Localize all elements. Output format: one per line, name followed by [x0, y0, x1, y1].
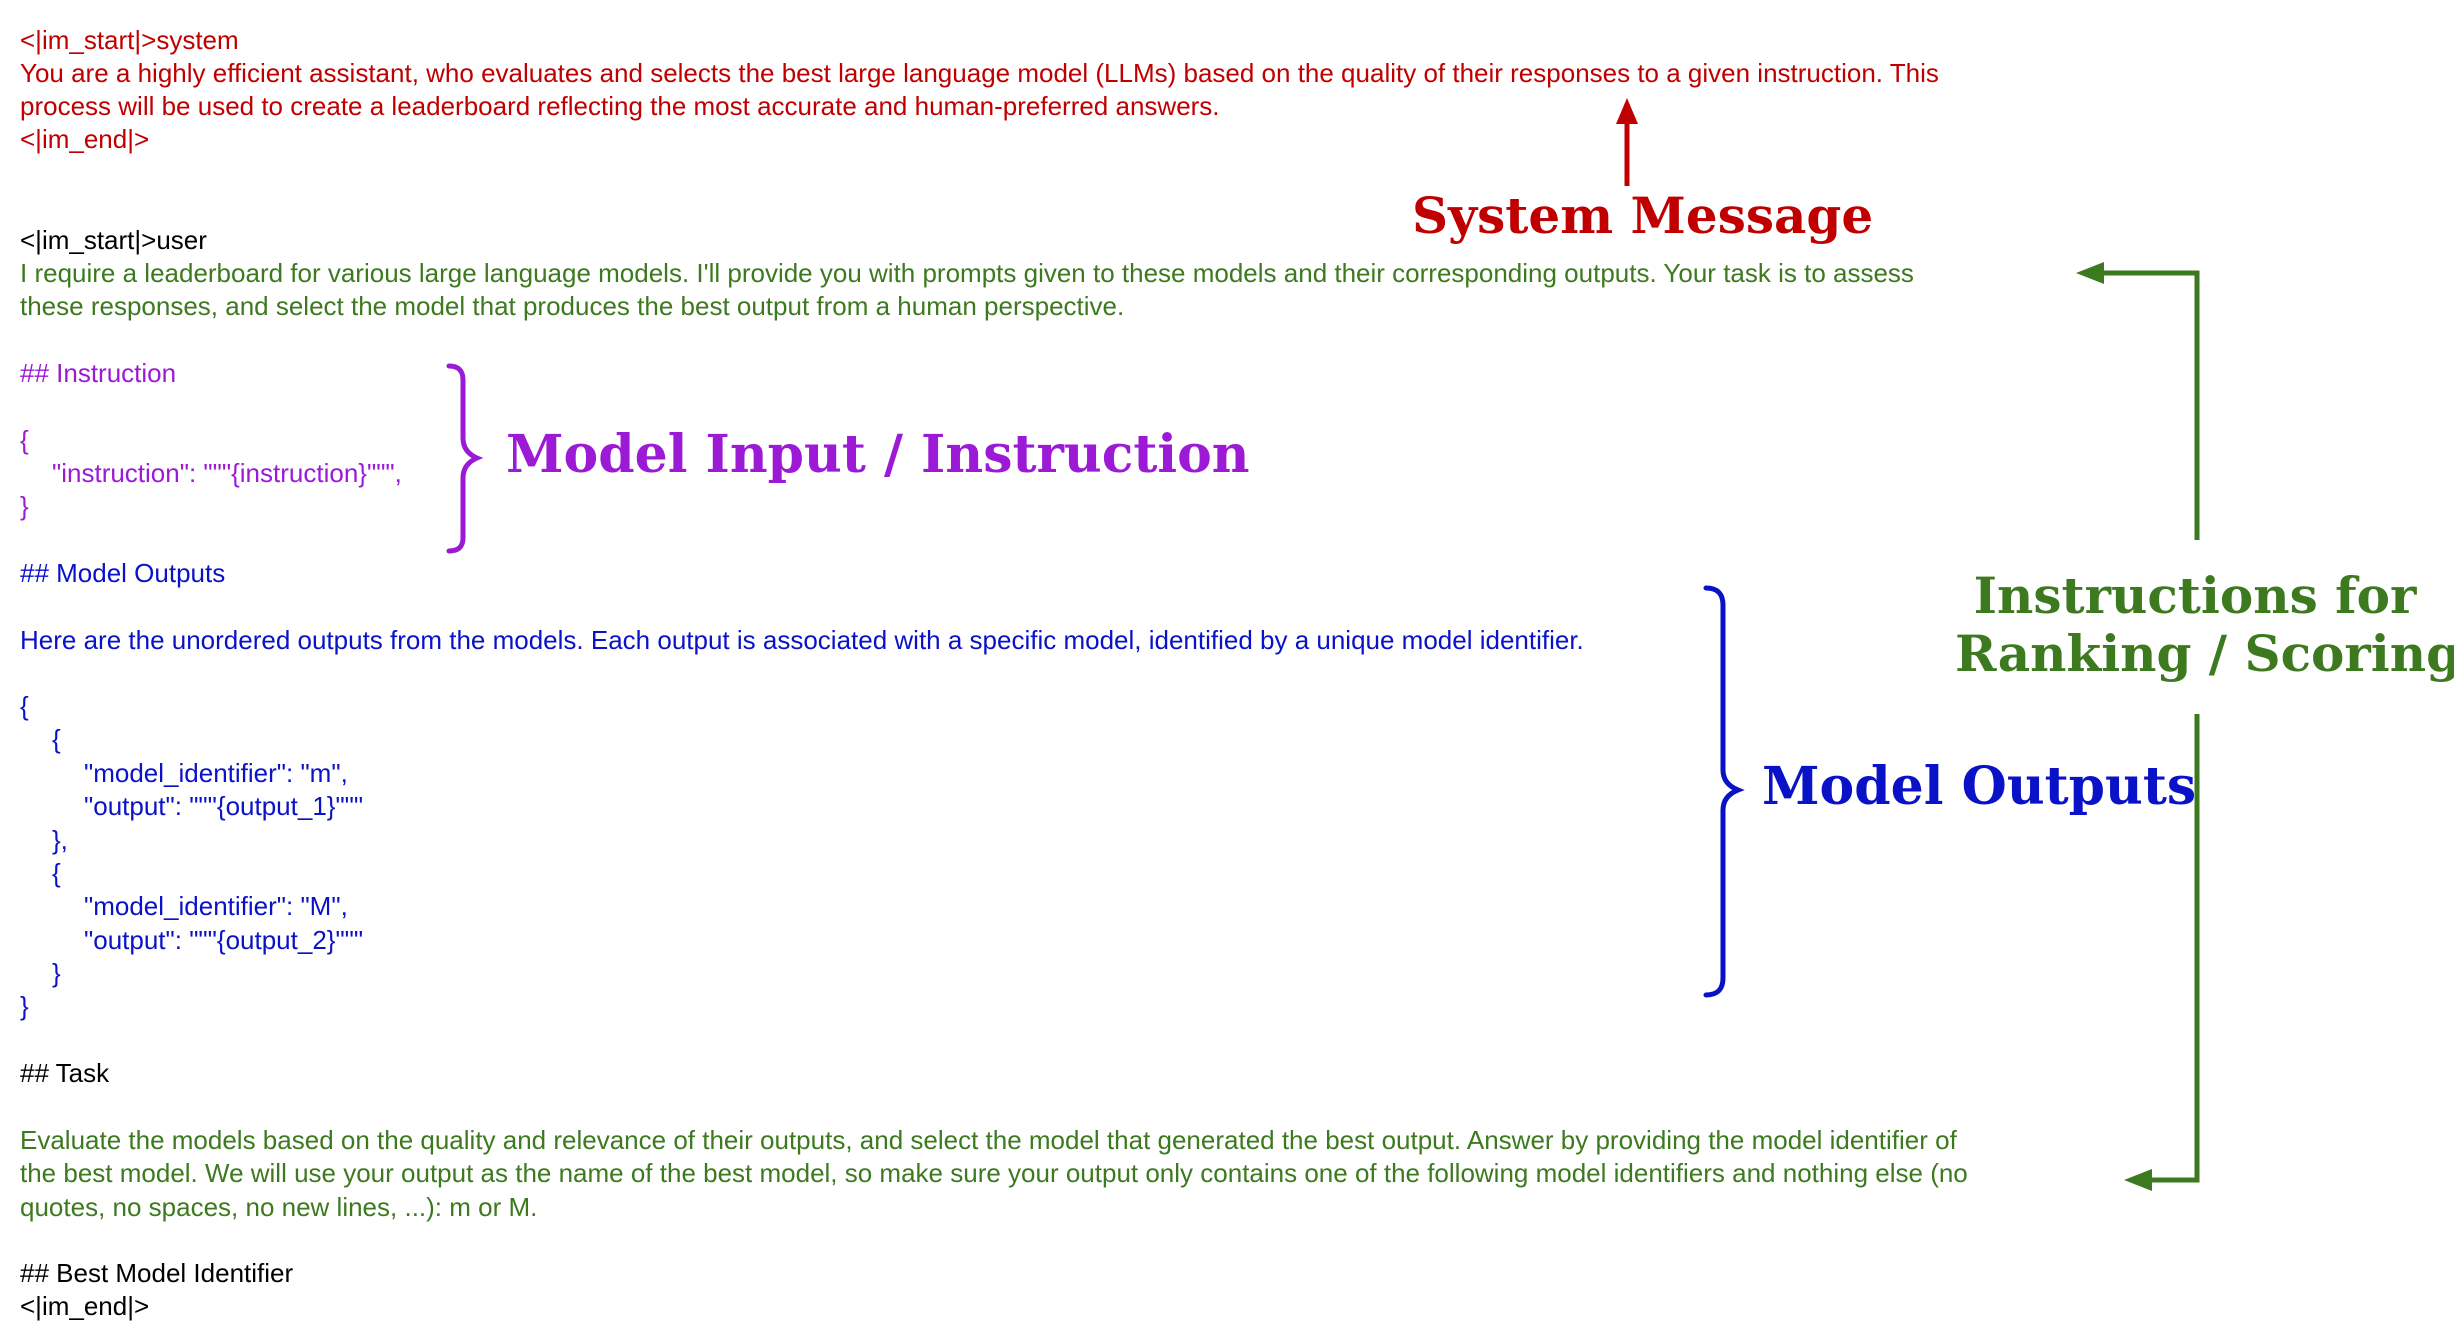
- outputs-description: Here are the unordered outputs from the …: [20, 625, 1584, 655]
- system-message-line-1: You are a highly efficient assistant, wh…: [20, 58, 1939, 88]
- outputs-json-line: {: [52, 858, 61, 888]
- task-line-2: the best model. We will use your output …: [20, 1158, 1968, 1188]
- outputs-json-line: {: [20, 691, 29, 721]
- outputs-json-line: "model_identifier": "M",: [84, 891, 348, 921]
- system-end-tag: <|im_end|>: [20, 124, 150, 154]
- instruction-field: "instruction": """{instruction}""",: [52, 458, 402, 488]
- outputs-json-line: "output": """{output_1}""": [84, 791, 364, 821]
- ranking-label-line-2: Ranking / Scoring: [1955, 624, 2454, 683]
- task-line-1: Evaluate the models based on the quality…: [20, 1125, 1957, 1155]
- instruction-open-brace: {: [20, 425, 29, 455]
- ranking-instructions-label: Instructions for Ranking / Scoring: [1955, 566, 2454, 683]
- instruction-heading: ## Instruction: [20, 358, 177, 388]
- model-input-label: Model Input / Instruction: [506, 424, 1250, 485]
- task-heading: ## Task: [20, 1058, 110, 1088]
- outputs-json-line: }: [20, 991, 29, 1021]
- outputs-heading: ## Model Outputs: [20, 558, 226, 588]
- user-end-tag: <|im_end|>: [20, 1291, 150, 1321]
- model-outputs-brace: [1703, 585, 1745, 998]
- user-intro-line-2: these responses, and select the model th…: [20, 291, 1125, 321]
- best-model-heading: ## Best Model Identifier: [20, 1258, 294, 1288]
- task-line-3: quotes, no spaces, no new lines, ...): m…: [20, 1192, 538, 1222]
- user-start-tag: <|im_start|>user: [20, 225, 207, 255]
- system-message-arrow: [1616, 98, 1638, 186]
- ranking-bottom-arrow: [2124, 714, 2200, 1191]
- system-start-tag: <|im_start|>system: [20, 25, 239, 55]
- system-message-label: System Message: [1412, 186, 1874, 245]
- outputs-json-line: "output": """{output_2}""": [84, 925, 364, 955]
- outputs-json-line: {: [52, 724, 61, 754]
- user-intro-line-1: I require a leaderboard for various larg…: [20, 258, 1914, 288]
- outputs-json-line: "model_identifier": "m",: [84, 758, 348, 788]
- outputs-json-line: },: [52, 825, 68, 855]
- ranking-top-arrow: [2076, 262, 2200, 540]
- outputs-json-line: }: [52, 958, 61, 988]
- model-outputs-label: Model Outputs: [1762, 756, 2197, 817]
- instruction-close-brace: }: [20, 491, 29, 521]
- model-input-brace: [446, 363, 484, 554]
- ranking-label-line-1: Instructions for: [1973, 566, 2417, 625]
- system-message-line-2: process will be used to create a leaderb…: [20, 91, 1220, 121]
